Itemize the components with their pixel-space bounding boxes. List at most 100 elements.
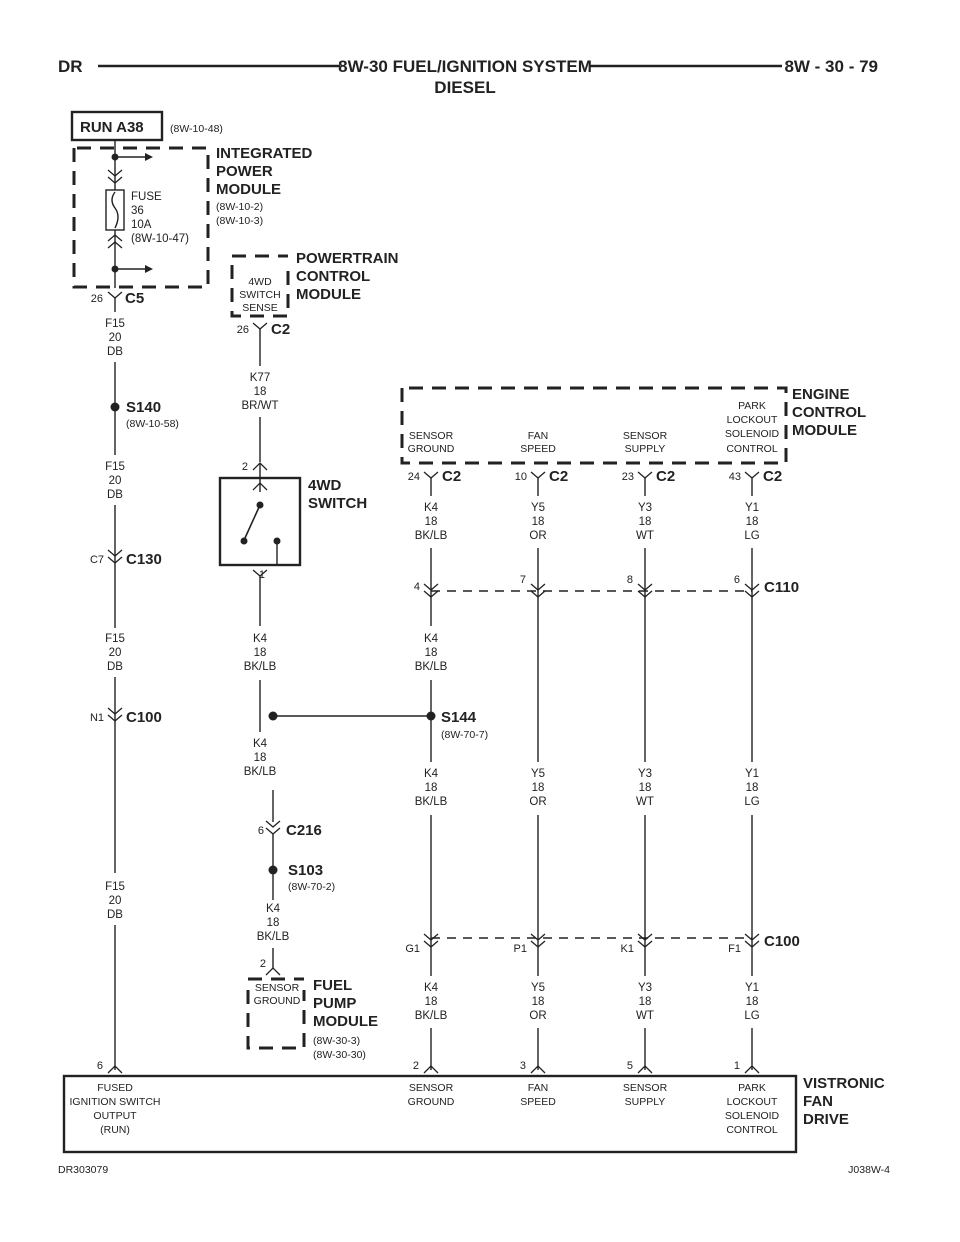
s144-splice-icon — [426, 711, 436, 721]
pcm-inner-3: SENSE — [242, 302, 278, 314]
ipm-c5-pin: 26 — [91, 293, 103, 305]
pcm-title-3: MODULE — [296, 286, 361, 303]
f15-label-1a: F15 — [105, 318, 125, 330]
vfd-label-1b: IGNITION SWITCH — [70, 1096, 161, 1108]
footer-right: J038W-4 — [848, 1164, 890, 1176]
ipm-arrow-top-icon — [145, 153, 153, 161]
y1-label-1b: 18 — [746, 516, 759, 528]
c216-pin: 6 — [258, 825, 264, 837]
run-a38-label: RUN A38 — [80, 119, 144, 136]
ecm-c2-pin24-icon — [423, 471, 439, 479]
fuse-rating: 10A — [131, 219, 152, 231]
vfd-label-4b: SUPPLY — [625, 1096, 666, 1108]
vfd-label-2b: GROUND — [408, 1096, 455, 1108]
ipm-c5-name: C5 — [125, 290, 144, 307]
fuse-top-connector-icon — [107, 169, 123, 184]
4wd-switch-contact-left — [240, 537, 248, 545]
fpm-title-2: PUMP — [313, 995, 356, 1012]
fuse-label: FUSE — [131, 191, 162, 203]
vfd-pin3-icon — [530, 1065, 546, 1074]
ecm-col4-name-4: CONTROL — [726, 443, 777, 455]
k4-left-label-1a: K4 — [253, 633, 268, 645]
vfd-pin-1: 1 — [734, 1060, 740, 1072]
f15-label-1b: 20 — [109, 332, 122, 344]
k4-left-label-2b: 18 — [254, 752, 267, 764]
k4-right-label-4a: K4 — [424, 982, 439, 994]
4wd-switch-arrow-icon — [252, 482, 268, 491]
s144-name: S144 — [441, 709, 477, 726]
fpm-title-1: FUEL — [313, 977, 352, 994]
y5-label-2b: 18 — [532, 782, 545, 794]
f15-label-3b: 20 — [109, 647, 122, 659]
ipm-c5-connector-icon — [107, 291, 123, 299]
fpm-title-3: MODULE — [313, 1013, 378, 1030]
y5-label-3a: Y5 — [531, 982, 545, 994]
c216-name: C216 — [286, 822, 322, 839]
ecm-c2-name-4: C2 — [763, 468, 782, 485]
ecm-c2-name-3: C2 — [656, 468, 675, 485]
pcm-outline — [230, 265, 290, 318]
k77-label-c: BR/WT — [241, 400, 278, 412]
y1-label-1c: LG — [744, 530, 759, 542]
ipm-title-3: MODULE — [216, 181, 281, 198]
k4-right-label-4b: 18 — [425, 996, 438, 1008]
vfd-pin-6: 6 — [97, 1060, 103, 1072]
vfd-label-3b: SPEED — [520, 1096, 556, 1108]
header-page: 8W - 30 - 79 — [784, 57, 878, 76]
fpm-inner-2: GROUND — [254, 995, 301, 1007]
y5-label-2a: Y5 — [531, 768, 545, 780]
c110-name: C110 — [764, 579, 799, 596]
vfd-label-3a: FAN — [528, 1082, 548, 1094]
fuse-ref: (8W-10-47) — [131, 233, 189, 245]
pcm-inner-2: SWITCH — [239, 289, 280, 301]
ipm-outline — [72, 146, 210, 289]
s140-name: S140 — [126, 399, 161, 416]
ecm-title-2: CONTROL — [792, 404, 866, 421]
y3-label-2b: 18 — [639, 782, 652, 794]
y3-label-3a: Y3 — [638, 982, 652, 994]
c100-pin-p1: P1 — [514, 943, 527, 955]
vfd-label-2a: SENSOR — [409, 1082, 454, 1094]
s140-splice-icon — [110, 402, 120, 412]
y5-label-3c: OR — [529, 1010, 546, 1022]
y1-label-3b: 18 — [746, 996, 759, 1008]
vfd-label-5b: LOCKOUT — [727, 1096, 778, 1108]
ecm-c2-pin23-icon — [637, 471, 653, 479]
header-left: DR — [58, 57, 83, 76]
k4-right-label-1a: K4 — [424, 502, 439, 514]
c110-pin-7: 7 — [520, 574, 526, 586]
k4-right-label-2b: 18 — [425, 647, 438, 659]
ecm-col3-name-2: SUPPLY — [625, 443, 666, 455]
vfd-pin5-icon — [637, 1065, 653, 1074]
f15-label-2a: F15 — [105, 461, 125, 473]
4wd-switch-box — [218, 476, 302, 567]
vfd-pin1-icon — [744, 1065, 760, 1074]
fpm-pin: 2 — [260, 958, 266, 970]
y5-label-2c: OR — [529, 796, 546, 808]
c130-name: C130 — [126, 551, 162, 568]
vfd-pin-5: 5 — [627, 1060, 633, 1072]
c100-pin-f1: F1 — [728, 943, 741, 955]
y5-label-1c: OR — [529, 530, 546, 542]
ecm-col4-name-1: PARK — [738, 400, 766, 412]
header-title: 8W-30 FUEL/IGNITION SYSTEM — [338, 57, 592, 76]
ecm-col3-name-1: SENSOR — [623, 430, 668, 442]
ipm-arrow-bottom-icon — [145, 265, 153, 273]
run-a38-ref: (8W-10-48) — [170, 123, 223, 135]
c100-p1-icon — [530, 933, 546, 948]
ecm-c2-pin10-icon — [530, 471, 546, 479]
fpm-ref-1: (8W-30-3) — [313, 1035, 360, 1047]
f15-label-4c: DB — [107, 909, 123, 921]
ecm-col2-name-2: SPEED — [520, 443, 556, 455]
y3-label-3c: WT — [636, 1010, 654, 1022]
vfd-label-1c: OUTPUT — [93, 1110, 137, 1122]
s140-ref: (8W-10-58) — [126, 418, 179, 430]
vfd-title-3: DRIVE — [803, 1111, 849, 1128]
y3-label-1c: WT — [636, 530, 654, 542]
k77-label-a: K77 — [250, 372, 270, 384]
k4-right-label-4c: BK/LB — [415, 1010, 448, 1022]
c110-pin-8: 8 — [627, 574, 633, 586]
c110-pin-6: 6 — [734, 574, 740, 586]
y1-label-3c: LG — [744, 1010, 759, 1022]
vfd-title-1: VISTRONIC — [803, 1075, 885, 1092]
